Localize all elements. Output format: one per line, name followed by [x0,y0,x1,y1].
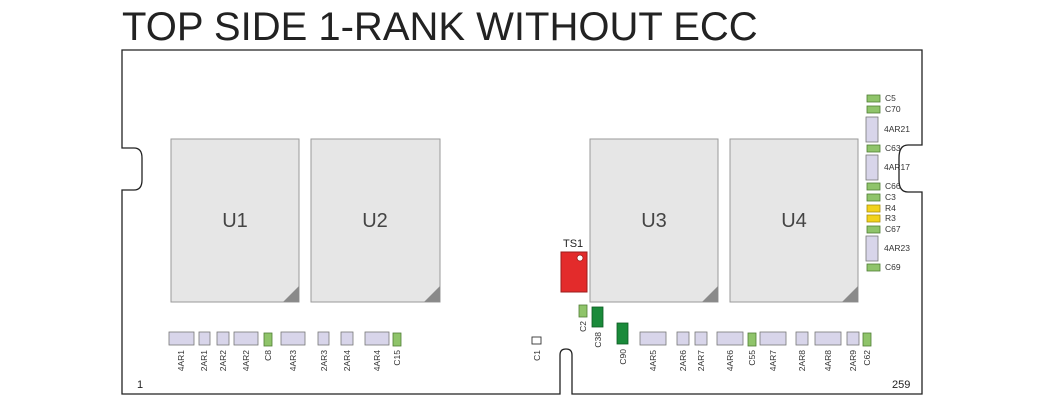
label-4ar8: 4AR8 [823,350,833,372]
label-4ar1: 4AR1 [176,350,186,372]
label-4ar7: 4AR7 [768,350,778,372]
component-c67 [866,225,881,234]
label-4ar21: 4AR21 [884,124,910,134]
label-2ar8: 2AR8 [797,350,807,372]
label-c2: C2 [578,321,588,332]
component-2ar9 [846,331,860,346]
label-c55: C55 [747,350,757,366]
component-r4 [866,204,881,213]
label-4ar2: 4AR2 [241,350,251,372]
label-c8: C8 [263,350,273,361]
component-4ar7 [759,331,787,346]
chip-u2: U2 [310,138,441,303]
label-2ar2: 2AR2 [218,350,228,372]
label-c70: C70 [885,104,901,114]
component-c66 [866,182,881,191]
component-c70 [866,105,881,114]
label-c5: C5 [885,93,896,103]
component-r3 [866,214,881,223]
component-4ar6 [716,331,744,346]
label-4ar4: 4AR4 [372,350,382,372]
board-outline [121,49,923,395]
label-c66: C66 [885,181,901,191]
component-c2 [578,304,588,318]
label-4ar3: 4AR3 [288,350,298,372]
component-c90 [616,322,629,345]
component-4ar21 [865,116,879,143]
bottom-components [168,304,872,347]
label-c63: C63 [885,143,901,153]
component-4ar23 [865,235,879,262]
label-4ar5: 4AR5 [648,350,658,372]
label-2ar1: 2AR1 [199,350,209,372]
page-title: TOP SIDE 1-RANK WITHOUT ECC [122,5,758,49]
component-2ar8 [795,331,809,346]
chip-label-u2: U2 [362,210,388,232]
label-r4: R4 [885,203,896,213]
chip-label-u4: U4 [781,210,807,232]
component-c55 [747,332,757,347]
component-2ar2 [216,331,230,346]
chip-u1: U1 [170,138,300,303]
right-components [865,94,881,272]
label-2ar4: 2AR4 [342,350,352,372]
label-4ar23: 4AR23 [884,243,910,253]
component-c3 [866,193,881,202]
pin-number-end: 259 [892,379,910,391]
pin-number-start: 1 [137,379,143,391]
component-c8 [263,332,273,347]
label-2ar7: 2AR7 [696,350,706,372]
component-4ar1 [168,331,195,346]
label-2ar3: 2AR3 [319,350,329,372]
component-2ar1 [198,331,211,346]
label-c62: C62 [862,350,872,366]
component-4ar4 [364,331,390,346]
component-4ar8 [814,331,842,346]
sensor-ts1: TS1 [560,238,588,293]
component-2ar7 [694,331,708,346]
label-c1: C1 [532,350,542,361]
chip-label-u3: U3 [641,210,667,232]
component-4ar17 [865,154,879,181]
chip-u3: U3 [589,138,719,303]
label-r3: R3 [885,213,896,223]
label-c38: C38 [593,332,603,348]
component-2ar4 [340,331,354,346]
label-2ar9: 2AR9 [848,350,858,372]
component-c1 [531,336,542,345]
label-c69: C69 [885,262,901,272]
component-2ar6 [676,331,690,346]
label-c67: C67 [885,224,901,234]
component-4ar3 [280,331,306,346]
component-2ar3 [317,331,330,346]
component-c5 [866,94,881,103]
sensor-label: TS1 [563,238,583,250]
component-c63 [866,144,881,153]
component-4ar2 [233,331,259,346]
label-4ar6: 4AR6 [725,350,735,372]
label-c3: C3 [885,192,896,202]
component-4ar5 [639,331,667,346]
chip-u4: U4 [729,138,859,303]
component-c38 [591,306,604,328]
component-c69 [866,263,881,272]
bottom-labels: 4AR1 2AR1 2AR2 4AR2 C8 4AR3 2AR3 2AR4 4A… [176,321,872,372]
label-4ar17: 4AR17 [884,162,910,172]
label-c90: C90 [618,349,628,365]
component-c15 [392,332,402,347]
right-labels: C5 C70 4AR21 C63 4AR17 C66 C3 R4 R3 C67 … [884,93,910,272]
component-c62 [862,332,872,347]
chip-label-u1: U1 [222,210,248,232]
label-2ar6: 2AR6 [678,350,688,372]
label-c15: C15 [392,350,402,366]
